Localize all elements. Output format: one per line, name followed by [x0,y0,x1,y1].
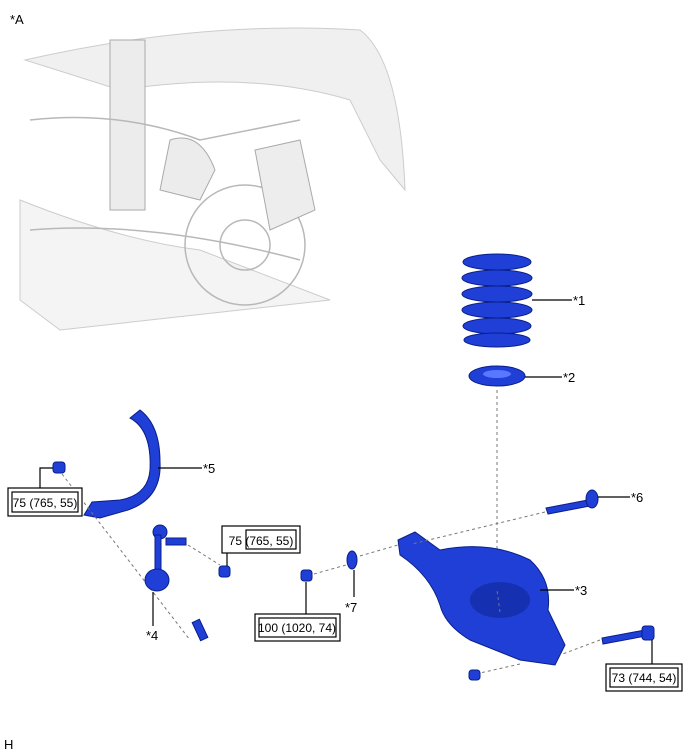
washer [346,550,358,570]
link-nut [218,565,231,578]
corner-code: H [4,737,13,752]
part-label-5: *5 [203,461,215,476]
svg-text:73 (744, 54): 73 (744, 54) [612,671,677,685]
stabilizer-link [144,524,209,642]
part-label-1: *1 [573,293,585,308]
part-label-3: *3 [575,583,587,598]
spring-seat [468,365,526,387]
lower-arm-rear-nut [468,669,481,681]
torque-box-stabilizer-bar-nut: 75 (765, 55) [7,487,83,517]
lower-arm-rear-bolt [601,625,655,645]
stabilizer-bar-nut [52,461,66,474]
svg-text:75 (765, 55): 75 (765, 55) [229,534,294,548]
torque-box-lower-arm-front-nut: 100 (1020, 74) [254,613,341,642]
brake-disc-illustration [184,184,306,306]
torque-box-link-nut: 75 (765, 55) [221,525,301,554]
svg-text:75 (765, 55): 75 (765, 55) [13,496,78,510]
part-label-7: *7 [345,600,357,615]
torque-box-lower-arm-rear-bolt: 73 (744, 54) [605,663,683,692]
part-label-2: *2 [563,370,575,385]
stabilizer-bar [83,409,161,519]
part-label-6: *6 [631,490,643,505]
part-label-4: *4 [146,628,158,643]
lower-arm-front-bolt [545,489,599,515]
view-label: *A [10,12,24,27]
shock-absorber-illustration [109,39,146,211]
rear-lower-arm [397,531,566,666]
lower-arm-front-nut [300,569,313,582]
coil-spring [461,253,533,348]
svg-text:100 (1020, 74): 100 (1020, 74) [258,621,336,635]
vehicle-suspension-context-illustration [19,27,406,331]
